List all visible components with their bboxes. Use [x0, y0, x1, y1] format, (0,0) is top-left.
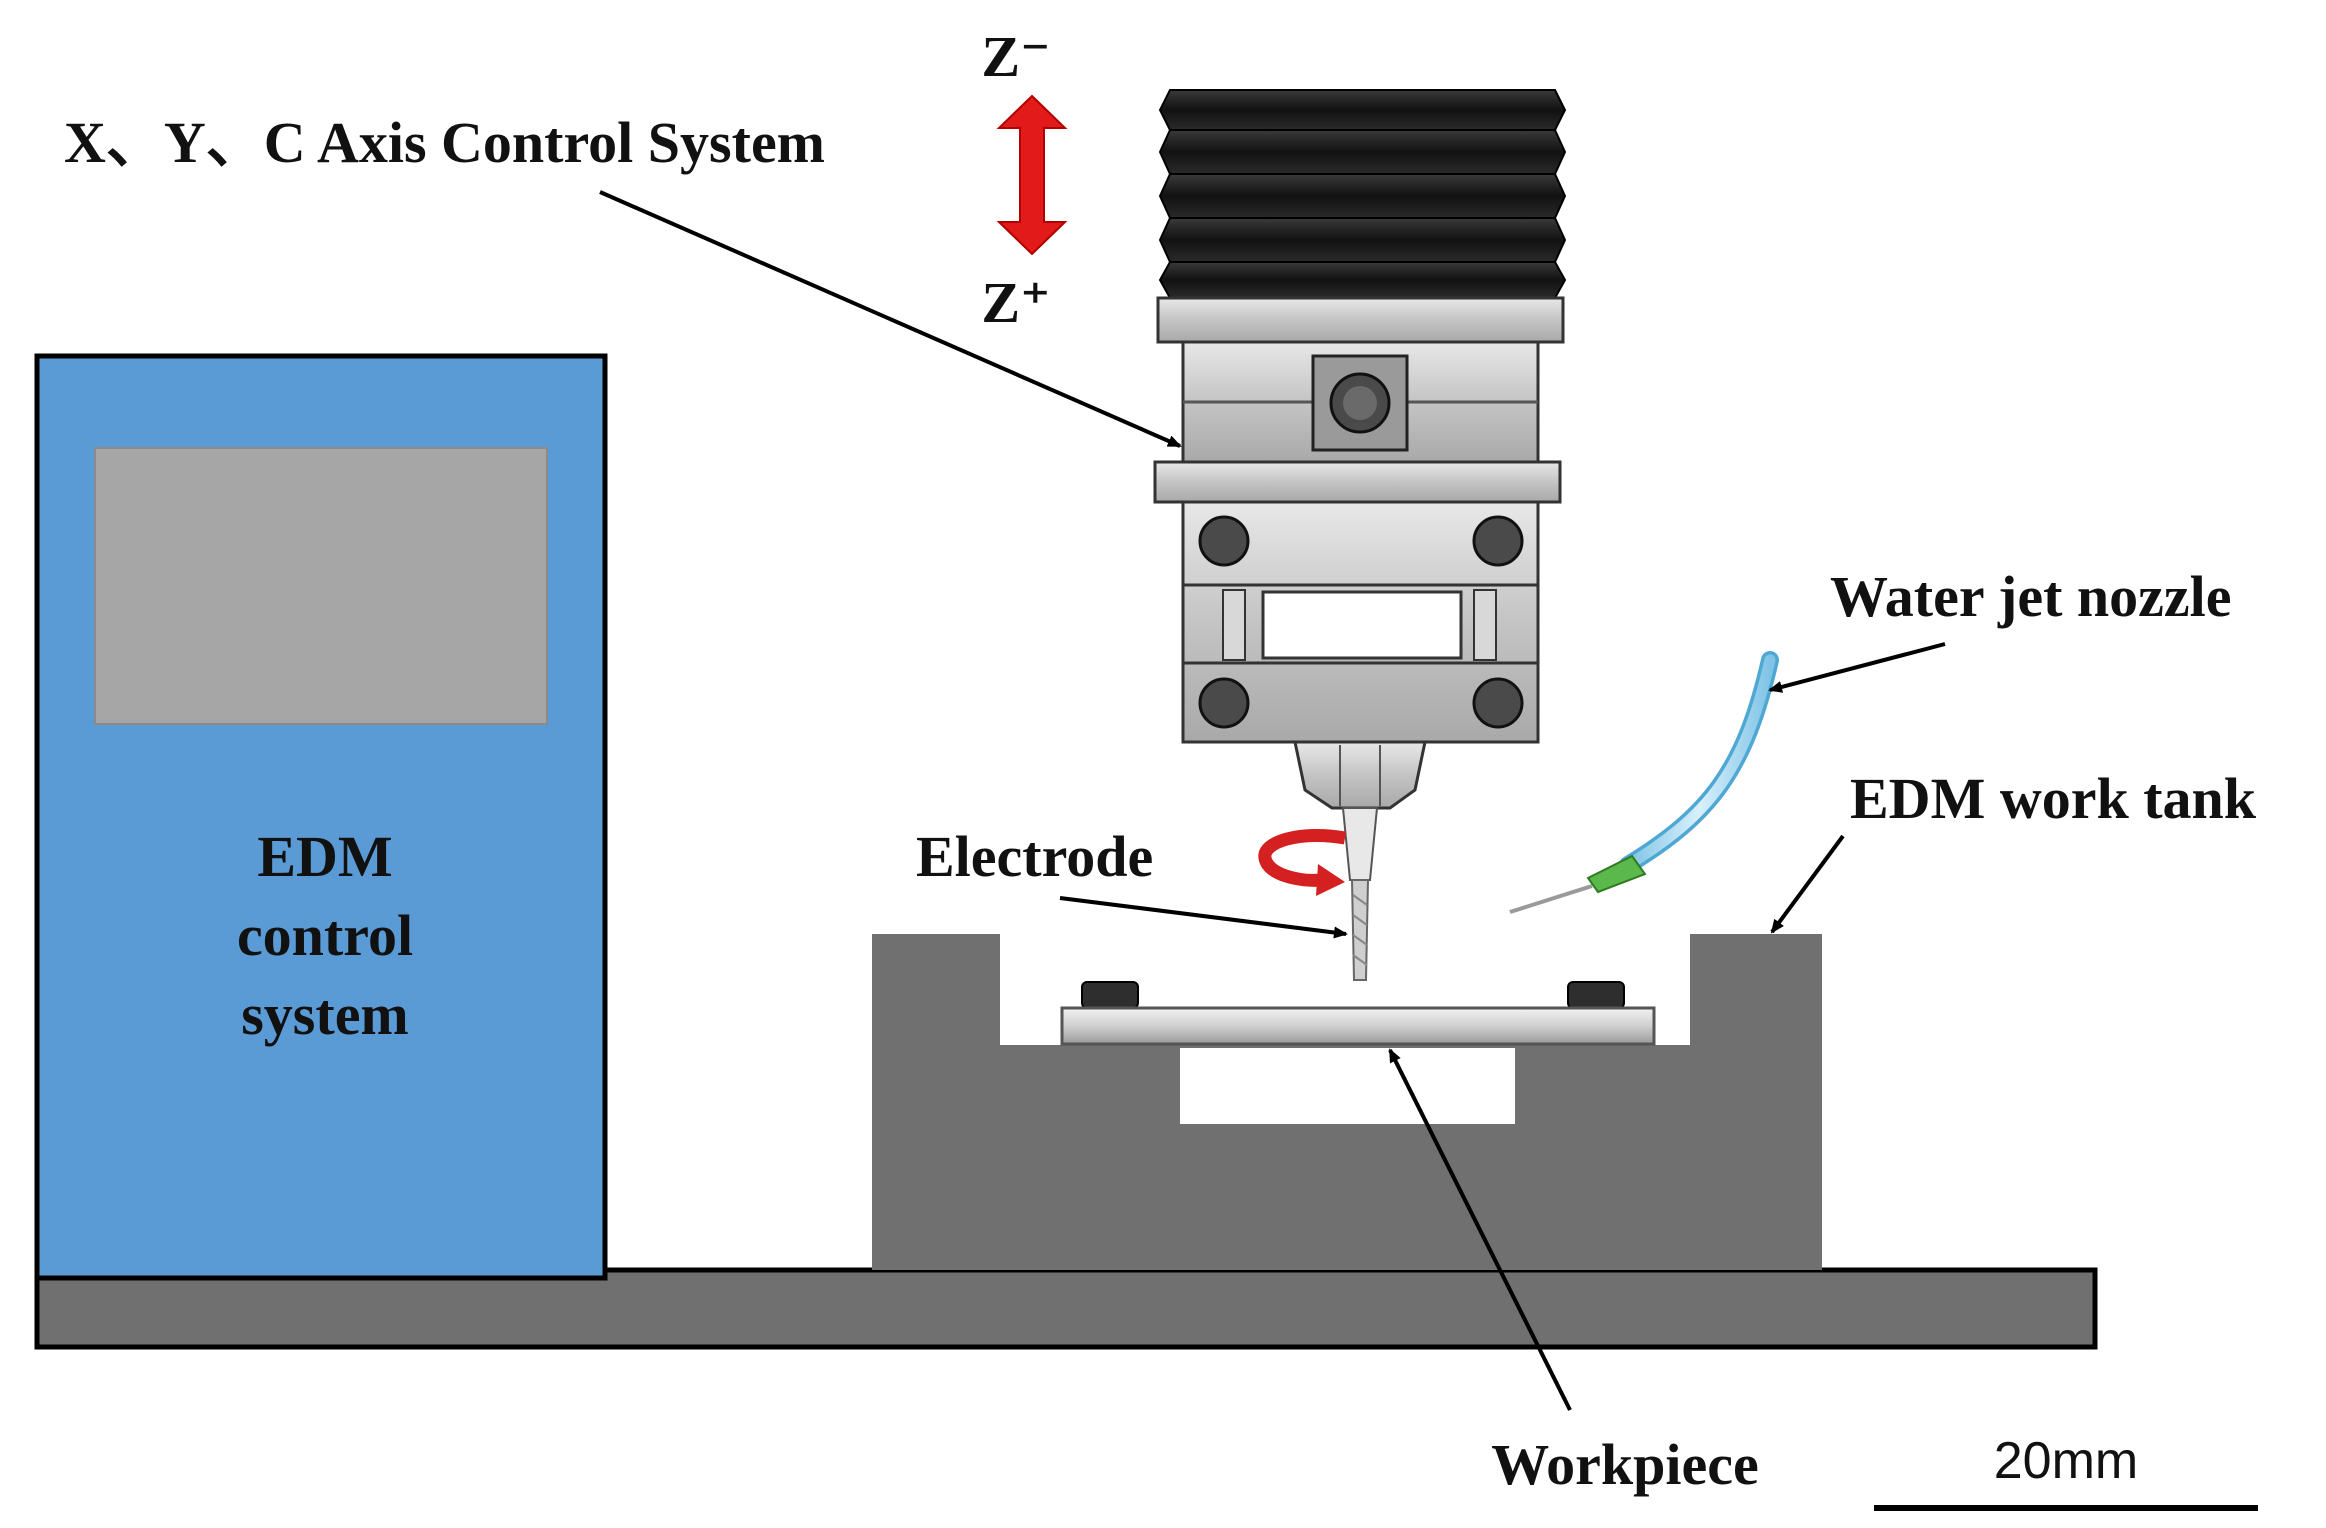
workpiece-plate — [1060, 1006, 1656, 1046]
upper-flange — [1156, 296, 1565, 344]
workpiece-label: Workpiece — [1491, 1432, 1758, 1497]
electrode — [1350, 879, 1370, 981]
electrode-holder — [1341, 807, 1379, 881]
rotation-arrow-icon — [1258, 829, 1347, 896]
electrode-label: Electrode — [916, 824, 1153, 889]
machine-base — [34, 1267, 2098, 1350]
work-tank-leader-arrow — [1770, 834, 1845, 934]
clamp-left — [1081, 981, 1139, 1009]
edm-work-tank — [872, 934, 1822, 1270]
water-jet-nozzle-tip — [1586, 854, 1647, 894]
water-jet-nozzle-tube — [1619, 651, 1779, 874]
control-system-label-line3: system — [241, 982, 409, 1047]
electrode-chuck — [1293, 740, 1427, 810]
clamp-right — [1567, 981, 1625, 1009]
frame-bolt — [1198, 515, 1250, 567]
control-system-label-line2: control — [237, 903, 413, 968]
water-jet-leader-arrow — [1768, 642, 1946, 693]
z-plus-label: Z⁺ — [981, 270, 1050, 335]
workpiece-leader-arrow — [1388, 1048, 1572, 1411]
lower-flange — [1153, 460, 1562, 504]
z-axis-arrow-icon — [996, 94, 1068, 256]
electrode-leader-arrow — [1059, 896, 1348, 939]
frame-bolt — [1472, 677, 1524, 729]
water-jet-nozzle-label: Water jet nozzle — [1830, 564, 2232, 629]
frame-bolt — [1472, 515, 1524, 567]
z-minus-label: Z⁻ — [981, 24, 1050, 89]
control-screen — [94, 447, 548, 725]
scale-bar-label: 20mm — [1994, 1432, 2138, 1490]
axis-control-leader-arrow — [599, 190, 1182, 448]
work-tank-label: EDM work tank — [1850, 766, 2257, 831]
axis-control-system-label: X、Y、C Axis Control System — [64, 110, 825, 175]
frame-bolt — [1198, 677, 1250, 729]
z-axis-bellows — [1158, 89, 1567, 299]
control-system-label-line1: EDM — [257, 824, 392, 889]
